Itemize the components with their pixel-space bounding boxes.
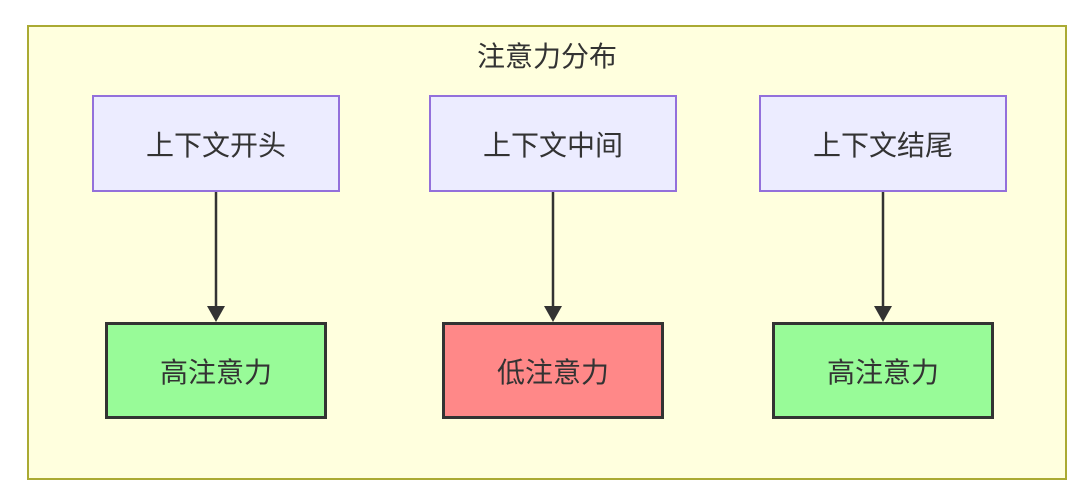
node-high-attention-right: 高注意力 [772, 322, 994, 419]
cluster-title: 注意力分布 [476, 41, 617, 72]
arrow-down-icon [874, 192, 892, 322]
node-label: 上下文开头 [145, 129, 286, 161]
node-label: 上下文结尾 [812, 129, 953, 161]
node-label: 高注意力 [159, 356, 272, 388]
node-label: 高注意力 [826, 356, 939, 388]
node-context-beginning: 上下文开头 [92, 95, 340, 192]
arrow-down-icon [207, 192, 225, 322]
node-label: 上下文中间 [482, 129, 623, 161]
cluster-attention-distribution: 注意力分布 上下文开头 上下文中间 上下文结尾 高注意力 低注意力 [27, 25, 1067, 480]
node-context-end: 上下文结尾 [759, 95, 1007, 192]
node-context-middle: 上下文中间 [429, 95, 677, 192]
node-label: 低注意力 [496, 356, 609, 388]
node-high-attention-left: 高注意力 [105, 322, 327, 419]
arrow-down-icon [544, 192, 562, 322]
node-low-attention-middle: 低注意力 [442, 322, 664, 419]
